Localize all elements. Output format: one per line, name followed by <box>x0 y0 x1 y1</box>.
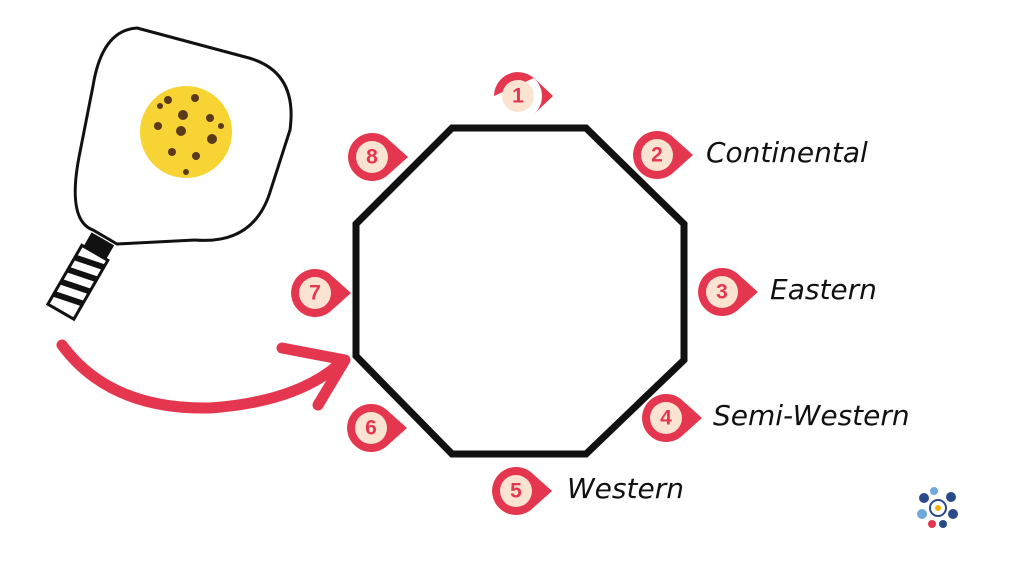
bevel-markers: 1 2 Continental 3 Eastern 4 Semi-Western… <box>291 72 910 515</box>
bevel-marker-3: 3 <box>698 267 758 316</box>
bevel-number: 3 <box>716 281 728 304</box>
bevel-marker-6: 6 <box>347 403 407 452</box>
grip-label-western: Western <box>567 472 684 505</box>
bevel-marker-7: 7 <box>291 268 351 317</box>
bevel-number: 1 <box>512 85 524 108</box>
bevel-number: 5 <box>510 480 522 503</box>
grip-label-semi-western: Semi-Western <box>713 399 910 432</box>
grip-label-continental: Continental <box>706 136 868 169</box>
bevel-number: 4 <box>660 407 672 430</box>
bevel-marker-1: 1 <box>494 72 553 114</box>
grip-label-eastern: Eastern <box>770 273 877 306</box>
bevel-marker-2: 2 <box>633 130 693 179</box>
bevel-number: 2 <box>651 144 663 167</box>
bevel-marker-8: 8 <box>348 132 408 181</box>
grip-octagon <box>352 124 688 458</box>
bevel-marker-4: 4 <box>642 393 702 442</box>
bevel-marker-5: 5 <box>492 466 552 515</box>
bevel-number: 6 <box>365 417 377 440</box>
sports-balls-logo-icon <box>917 487 958 528</box>
pickleball-ball-icon <box>140 86 232 178</box>
bevel-number: 7 <box>309 282 321 305</box>
bevel-number: 8 <box>366 146 378 169</box>
curved-arrow-icon <box>56 339 351 414</box>
